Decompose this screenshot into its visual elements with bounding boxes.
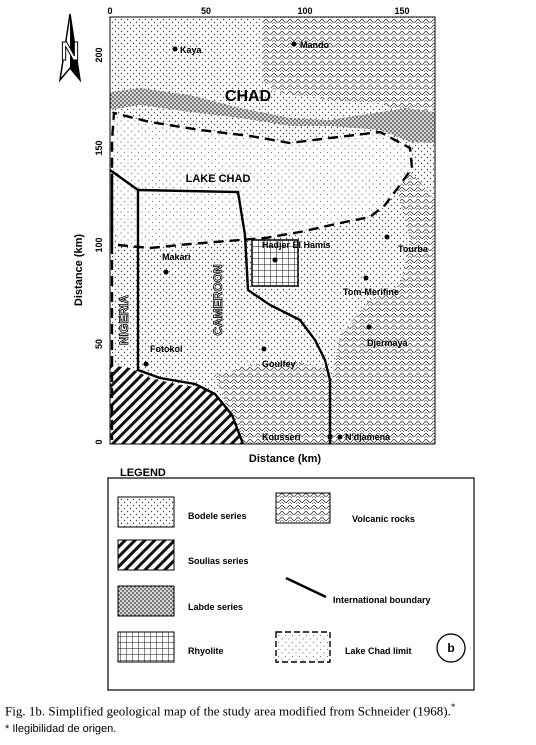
town-label-fotokol: Fotokol bbox=[150, 344, 183, 354]
town-label-kaya: Kaya bbox=[180, 45, 203, 55]
country-label-nigeria: NIGERIA bbox=[117, 295, 131, 345]
town-markers: Kaya Mando Makari Hadjer El Hamis Tourba… bbox=[143, 40, 429, 442]
y-tick-200: 200 bbox=[94, 47, 104, 62]
region-label-chad: CHAD bbox=[225, 88, 271, 105]
town-dot-djermaya bbox=[366, 324, 372, 330]
legend-label-boundary: International boundary bbox=[333, 595, 431, 605]
town-label-mando: Mando bbox=[300, 40, 329, 50]
town-label-tom-merifine: Tom-Merifine bbox=[343, 287, 399, 297]
boundary-chad-nigeria bbox=[137, 188, 332, 444]
legend-panel: Bodele series Volcanic rocks Soulias ser… bbox=[107, 477, 475, 691]
volcanic-region-north bbox=[262, 17, 435, 112]
town-dot-kaya bbox=[172, 46, 178, 52]
y-tick-0: 0 bbox=[94, 439, 104, 444]
x-tick-50: 50 bbox=[201, 6, 211, 16]
y-tick-50: 50 bbox=[94, 339, 104, 349]
legend-swatch-soulias bbox=[117, 539, 175, 571]
lake-chad-area bbox=[112, 113, 412, 248]
figure-caption: Fig. 1b. Simplified geological map of th… bbox=[5, 700, 533, 718]
legend-swatch-labde bbox=[117, 585, 175, 617]
lake-chad-limit-line bbox=[110, 111, 414, 250]
town-dot-makari bbox=[163, 269, 169, 275]
y-axis: 200 150 100 50 0 bbox=[94, 47, 104, 444]
town-label-kousseri: Kousseri bbox=[262, 432, 301, 442]
legend-label-soulias: Soulias series bbox=[188, 556, 249, 566]
x-axis-label: Distance (km) bbox=[249, 453, 321, 465]
x-tick-0: 0 bbox=[107, 6, 112, 16]
town-dot-fotokol bbox=[143, 361, 149, 367]
town-dot-tom-merifine bbox=[363, 275, 369, 281]
legend-swatch-bodele bbox=[117, 496, 175, 528]
legend-swatch-boundary bbox=[285, 576, 327, 599]
town-label-tourba: Tourba bbox=[398, 244, 429, 254]
y-tick-100: 100 bbox=[94, 237, 104, 252]
legend-title: LEGEND bbox=[120, 467, 166, 479]
town-label-djermaya: Djermaya bbox=[367, 338, 409, 348]
town-label-ndjamena: N'djamena bbox=[345, 432, 391, 442]
volcanic-region-south bbox=[215, 362, 330, 444]
town-dot-hadjer bbox=[272, 257, 278, 263]
y-axis-label: Distance (km) bbox=[73, 234, 85, 306]
x-tick-150: 150 bbox=[394, 6, 409, 16]
y-tick-150: 150 bbox=[94, 140, 104, 155]
town-dot-mando bbox=[291, 41, 297, 47]
legend-label-bodele: Bodele series bbox=[188, 511, 247, 521]
town-label-goulfey: Goulfey bbox=[262, 359, 296, 369]
legend-swatch-lake-limit bbox=[275, 631, 331, 663]
map-panel bbox=[109, 16, 436, 445]
town-dot-tourba bbox=[384, 234, 390, 240]
x-axis: 0 50 100 150 bbox=[107, 6, 409, 16]
legend-label-lake-limit: Lake Chad limit bbox=[345, 646, 412, 656]
x-tick-100: 100 bbox=[297, 6, 312, 16]
town-dot-ndjamena bbox=[337, 434, 343, 440]
labde-band bbox=[110, 88, 435, 143]
legend-swatch-volcanic bbox=[275, 492, 331, 524]
rhyolite-block bbox=[251, 239, 299, 287]
panel-letter-circle bbox=[436, 633, 466, 663]
north-symbol: N bbox=[61, 36, 80, 66]
legend-label-rhyolite: Rhyolite bbox=[188, 646, 224, 656]
town-label-hadjer: Hadjer El Hamis bbox=[262, 240, 331, 250]
caption-marker: * bbox=[450, 702, 456, 712]
legend-label-labde: Labde series bbox=[188, 602, 243, 612]
boundary-nigeria-cameroon bbox=[109, 169, 245, 445]
legend-swatch-rhyolite bbox=[117, 631, 175, 663]
soulias-region bbox=[110, 365, 242, 444]
town-label-makari: Makari bbox=[162, 252, 191, 262]
north-arrow-icon: N bbox=[58, 13, 82, 83]
legend-label-volcanic: Volcanic rocks bbox=[352, 514, 415, 524]
volcanic-region-east bbox=[330, 160, 435, 444]
caption-text: Fig. 1b. Simplified geological map of th… bbox=[5, 703, 451, 719]
map-frame bbox=[109, 16, 436, 445]
town-dot-goulfey bbox=[261, 346, 267, 352]
country-label-cameroon: CAMEROON bbox=[211, 264, 225, 335]
lake-chad-label: LAKE CHAD bbox=[186, 173, 251, 185]
town-dot-kousseri bbox=[327, 434, 333, 440]
panel-letter: b bbox=[447, 641, 454, 655]
footnote: * Ilegibilidad de origen. bbox=[5, 723, 117, 735]
